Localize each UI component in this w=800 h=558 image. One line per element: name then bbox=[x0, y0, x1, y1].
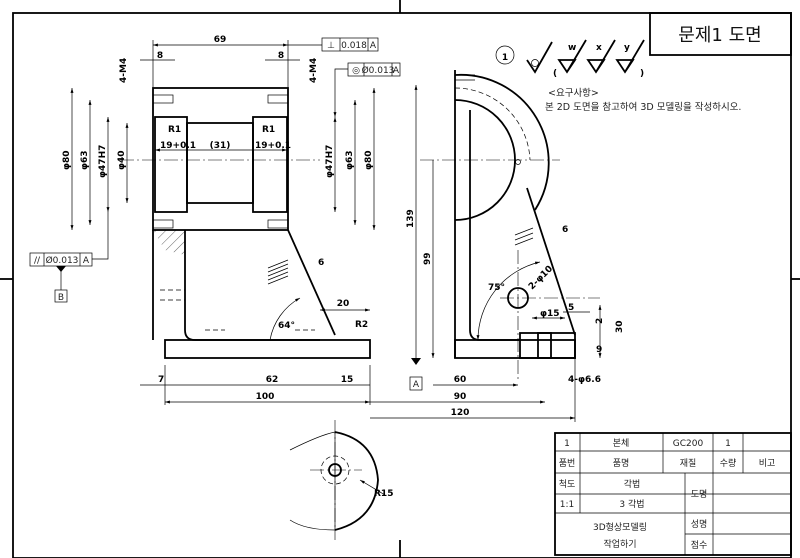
svg-text:(: ( bbox=[553, 69, 557, 79]
header-note: 비고 bbox=[759, 458, 776, 469]
dim-4-d6-6: 4-φ6.6 bbox=[568, 375, 601, 385]
dim-64deg: 64° bbox=[278, 321, 295, 331]
dim-139: 139 bbox=[406, 209, 416, 228]
symbol-y: y bbox=[624, 43, 630, 53]
dim-15: 15 bbox=[341, 375, 354, 385]
perpendicularity-frame: ⊥ 0.018 A bbox=[288, 37, 379, 52]
surface-finish-symbols: 1 w x y ( ) bbox=[495, 39, 645, 79]
svg-text:A: A bbox=[83, 256, 90, 266]
dim-7: 7 bbox=[158, 375, 164, 385]
name-label: 성명 bbox=[691, 519, 708, 530]
svg-text:): ) bbox=[640, 69, 644, 79]
dim-r2: R2 bbox=[355, 320, 368, 330]
header-qty: 수량 bbox=[720, 457, 737, 469]
svg-text:0.018: 0.018 bbox=[341, 41, 367, 51]
dim-120: 120 bbox=[451, 408, 470, 418]
dim-d80-right: φ80 bbox=[364, 150, 374, 170]
svg-text:Ø0.013: Ø0.013 bbox=[362, 65, 395, 76]
dim-20: 20 bbox=[337, 299, 350, 309]
dim-60: 60 bbox=[454, 375, 467, 385]
dim-5: 5 bbox=[568, 303, 574, 313]
part-no: 1 bbox=[564, 439, 570, 449]
dim-d80-left: φ80 bbox=[62, 150, 72, 170]
symbol-x: x bbox=[596, 43, 602, 53]
course-line-1: 3D형상모델링 bbox=[593, 521, 647, 533]
svg-text:A: A bbox=[393, 66, 400, 76]
dim-d15: φ15 bbox=[540, 309, 560, 319]
svg-text:◎: ◎ bbox=[352, 66, 360, 76]
symbol-number: 1 bbox=[502, 53, 508, 63]
side-view: 139 99 A 75° 2-φ10 6 φ15 5 30 2 9 4-φ6.6… bbox=[370, 70, 625, 422]
dim-d63-right: φ63 bbox=[345, 150, 355, 170]
dim-depth-left: 19+0.1 bbox=[160, 141, 196, 151]
bottom-view: R15 bbox=[289, 420, 393, 540]
dim-100: 100 bbox=[256, 392, 275, 402]
dim-9: 9 bbox=[596, 345, 602, 355]
parallelism-frame: // Ø0.013 A B bbox=[29, 212, 109, 303]
requirements-heading: <요구사항> bbox=[548, 88, 599, 99]
datum-a: A bbox=[413, 380, 420, 390]
dim-30: 30 bbox=[615, 320, 625, 333]
dim-62: 62 bbox=[266, 375, 279, 385]
dim-d47h7-left: φ47H7 bbox=[98, 145, 108, 178]
scale-value: 1:1 bbox=[560, 500, 574, 510]
dim-99: 99 bbox=[423, 252, 433, 265]
dim-r1-left: R1 bbox=[168, 125, 181, 135]
projection-label: 각법 bbox=[624, 478, 641, 490]
part-qty: 1 bbox=[725, 439, 731, 449]
dim-d47h7-right: φ47H7 bbox=[325, 145, 335, 178]
part-name: 본체 bbox=[613, 438, 630, 449]
dim-depth-right: 19+0.1 bbox=[255, 141, 291, 151]
drawing-title: 문제1 도면 bbox=[678, 25, 761, 46]
title-box: 문제1 도면 bbox=[649, 12, 792, 56]
symbol-w: w bbox=[568, 43, 576, 53]
front-view: 69 8 8 4-M4 4-M4 φ80 φ63 φ47H7 φ40 φ47H7… bbox=[62, 35, 376, 405]
dim-2-d10: 2-φ10 bbox=[527, 264, 555, 292]
part-material: GC200 bbox=[673, 439, 704, 449]
course-line-2: 작업하기 bbox=[603, 539, 636, 550]
dim-r15: R15 bbox=[374, 489, 393, 499]
dim-8-left: 8 bbox=[157, 51, 163, 61]
dim-4-m4-left: 4-M4 bbox=[119, 58, 129, 83]
dim-rib-6: 6 bbox=[318, 258, 324, 268]
dim-8-right: 8 bbox=[278, 51, 284, 61]
svg-text:⊥: ⊥ bbox=[327, 41, 335, 51]
concentricity-frame: ◎ Ø0.013 A bbox=[333, 62, 401, 117]
dim-90: 90 bbox=[454, 392, 467, 402]
requirements-text: 본 2D 도면을 참고하여 3D 모델링을 작성하시오. bbox=[545, 101, 741, 113]
dim-rib-6-side: 6 bbox=[562, 225, 568, 235]
svg-text://: // bbox=[34, 256, 41, 266]
dim-2: 2 bbox=[595, 318, 605, 324]
header-material: 재질 bbox=[680, 457, 697, 469]
projection-value: 3 각법 bbox=[619, 498, 644, 510]
dim-d63-left: φ63 bbox=[80, 150, 90, 170]
svg-text:Ø0.013: Ø0.013 bbox=[46, 255, 79, 266]
dim-d40: φ40 bbox=[117, 150, 127, 170]
svg-text:A: A bbox=[370, 41, 377, 51]
dim-69: 69 bbox=[214, 35, 227, 45]
header-no: 품번 bbox=[559, 458, 576, 469]
drawing-name-label: 도명 bbox=[691, 489, 708, 500]
title-block: 1 본체 GC200 1 품번 품명 재질 수량 비고 척도 각법 1:1 3 … bbox=[554, 432, 792, 556]
dim-4-m4-right: 4-M4 bbox=[309, 58, 319, 83]
scale-label: 척도 bbox=[559, 479, 576, 490]
datum-b: B bbox=[58, 293, 64, 303]
dim-75deg: 75° bbox=[488, 283, 505, 293]
dim-r1-right: R1 bbox=[262, 125, 275, 135]
dim-31: (31) bbox=[210, 141, 231, 151]
header-name: 품명 bbox=[613, 458, 630, 469]
score-label: 점수 bbox=[691, 539, 708, 551]
